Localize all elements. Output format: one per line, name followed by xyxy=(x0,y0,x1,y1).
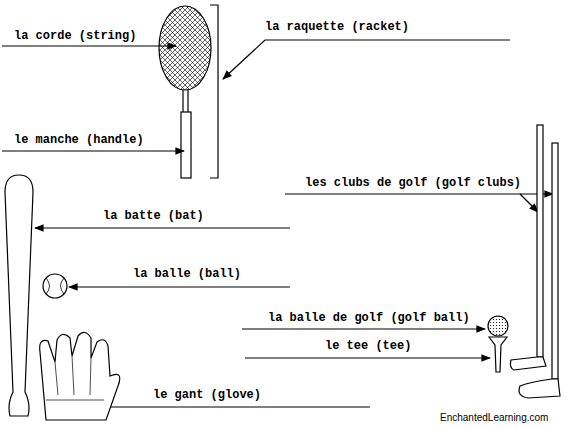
glove xyxy=(40,332,120,420)
golf-ball xyxy=(488,316,508,336)
golf-club xyxy=(552,143,558,379)
part-label: la balle de golf (golf ball) xyxy=(268,311,470,325)
part-label: la corde (string) xyxy=(14,29,136,43)
bat xyxy=(5,175,33,416)
racket-head xyxy=(159,6,211,90)
leader-line xyxy=(242,328,485,329)
watermark: EnchantedLearning.com xyxy=(440,412,548,424)
part-label: la balle (ball) xyxy=(133,267,241,281)
leader-line xyxy=(223,40,510,79)
part-label: la batte (bat) xyxy=(103,209,204,223)
part-label: le tee (tee) xyxy=(325,339,411,353)
leader-line xyxy=(2,45,176,46)
bracket xyxy=(210,5,218,178)
leader-line xyxy=(245,357,490,358)
part-label: les clubs de golf (golf clubs) xyxy=(305,176,521,190)
golf-club-head xyxy=(510,357,546,370)
leader-line xyxy=(35,227,290,228)
part-label: le gant (glove) xyxy=(153,388,261,402)
leader-line xyxy=(91,406,370,407)
ball xyxy=(43,274,67,298)
part-label: la raquette (racket) xyxy=(265,20,409,34)
golf-club xyxy=(537,125,543,357)
part-label: le manche (handle) xyxy=(14,133,144,147)
golf-club-head xyxy=(519,379,560,398)
leader-line xyxy=(520,194,538,212)
leader-line xyxy=(2,150,184,151)
leader-line xyxy=(285,193,553,194)
tee xyxy=(489,337,507,372)
racket-handle xyxy=(181,112,191,178)
leader-line xyxy=(69,286,290,287)
